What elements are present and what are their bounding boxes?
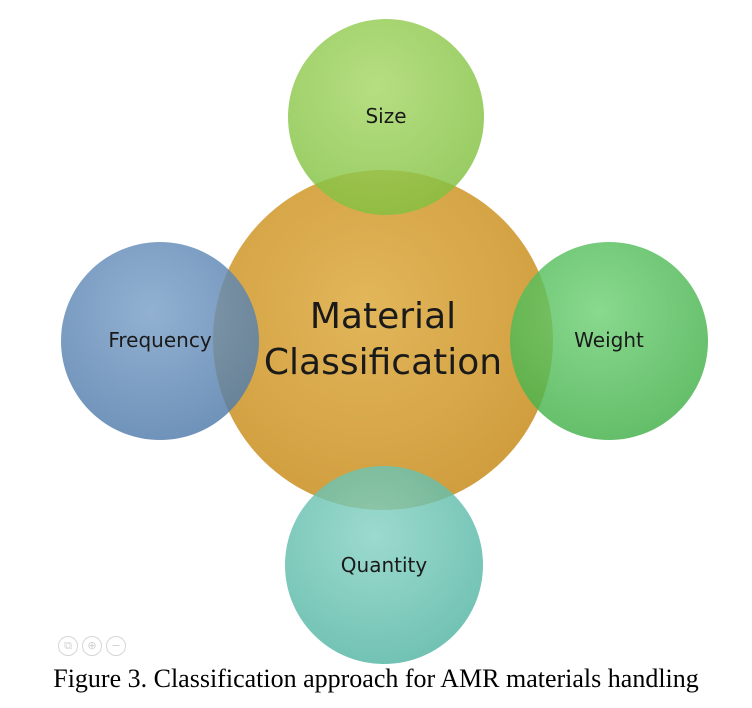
quantity-circle: [285, 466, 483, 664]
node-label-quantity: Quantity: [341, 553, 428, 577]
center-circle: [213, 170, 553, 510]
viewer-controls: ⧉ ⊕ −: [58, 636, 126, 658]
node-label-weight: Weight: [574, 328, 644, 352]
frequency-circle: [61, 242, 259, 440]
center-label-line1: Material: [310, 296, 456, 337]
figure-caption: Figure 3. Classification approach for AM…: [53, 664, 699, 693]
node-label-frequency: Frequency: [108, 328, 211, 352]
node-label-size: Size: [365, 104, 406, 128]
zoom-in-icon[interactable]: ⊕: [82, 636, 102, 656]
size-circle: [288, 19, 484, 215]
center-label-line2: Classification: [264, 342, 502, 383]
weight-circle: [510, 242, 708, 440]
copy-icon[interactable]: ⧉: [58, 636, 78, 656]
zoom-out-icon[interactable]: −: [106, 636, 126, 656]
